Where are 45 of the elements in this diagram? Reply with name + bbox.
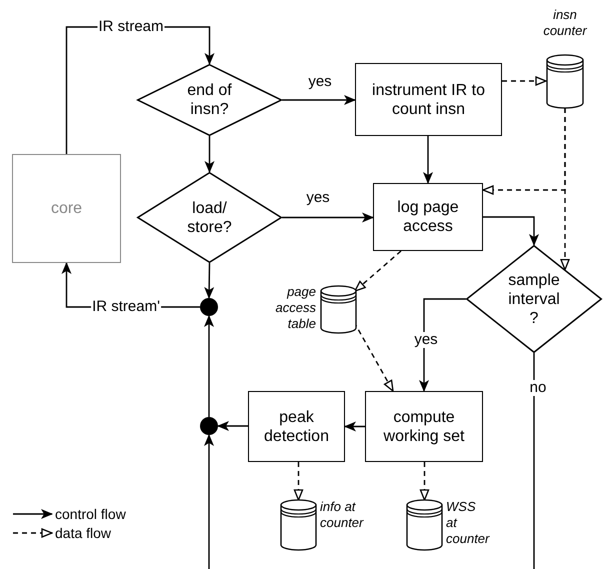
data-flow-arrow <box>560 108 570 270</box>
decision-diamond <box>137 64 282 136</box>
store-label: page access table <box>274 284 316 332</box>
arrow <box>483 216 539 246</box>
decision-text: sample interval ? <box>507 270 561 328</box>
process-box <box>365 391 483 462</box>
legend-label: data flow <box>55 525 112 541</box>
process-box <box>12 154 121 263</box>
process-box <box>373 183 483 251</box>
arrow <box>282 212 374 222</box>
decision-diamond <box>137 172 282 263</box>
arrow <box>282 95 356 105</box>
store-label: info at counter <box>320 499 364 531</box>
process-box <box>248 391 345 462</box>
edge-label: no <box>528 380 548 396</box>
arrow <box>344 422 365 432</box>
data-flow-arrow <box>502 76 547 86</box>
data-flow-arrow <box>420 462 430 501</box>
junction-dot <box>200 417 218 435</box>
edge-label: yes <box>305 190 331 206</box>
data-flow-arrow <box>294 462 304 501</box>
edge-label: yes <box>307 74 333 90</box>
process-label: compute working set <box>382 408 466 446</box>
store-label: insn counter <box>542 7 588 39</box>
process-label: peak detection <box>263 408 330 446</box>
decision-text: end of insn? <box>186 81 233 119</box>
process-label: core <box>50 199 84 218</box>
arrow <box>419 298 466 392</box>
arrow <box>423 136 433 184</box>
arrow <box>204 263 214 299</box>
connector-line <box>533 353 535 569</box>
process-label: log page access <box>396 198 460 236</box>
legend-label: control flow <box>55 506 126 522</box>
arrow <box>204 434 214 569</box>
junction-dot <box>200 298 218 316</box>
data-flow-arrow <box>354 250 402 292</box>
decision-diamond <box>466 245 602 353</box>
decision-text: load/ store? <box>186 198 233 236</box>
arrow <box>204 136 214 173</box>
process-label: instrument IR to count insn <box>371 80 486 118</box>
store-label: WSS at counter <box>446 499 490 547</box>
arrow <box>204 315 214 417</box>
edge-label: yes <box>413 332 439 348</box>
process-box <box>355 63 502 136</box>
arrow <box>217 421 248 431</box>
